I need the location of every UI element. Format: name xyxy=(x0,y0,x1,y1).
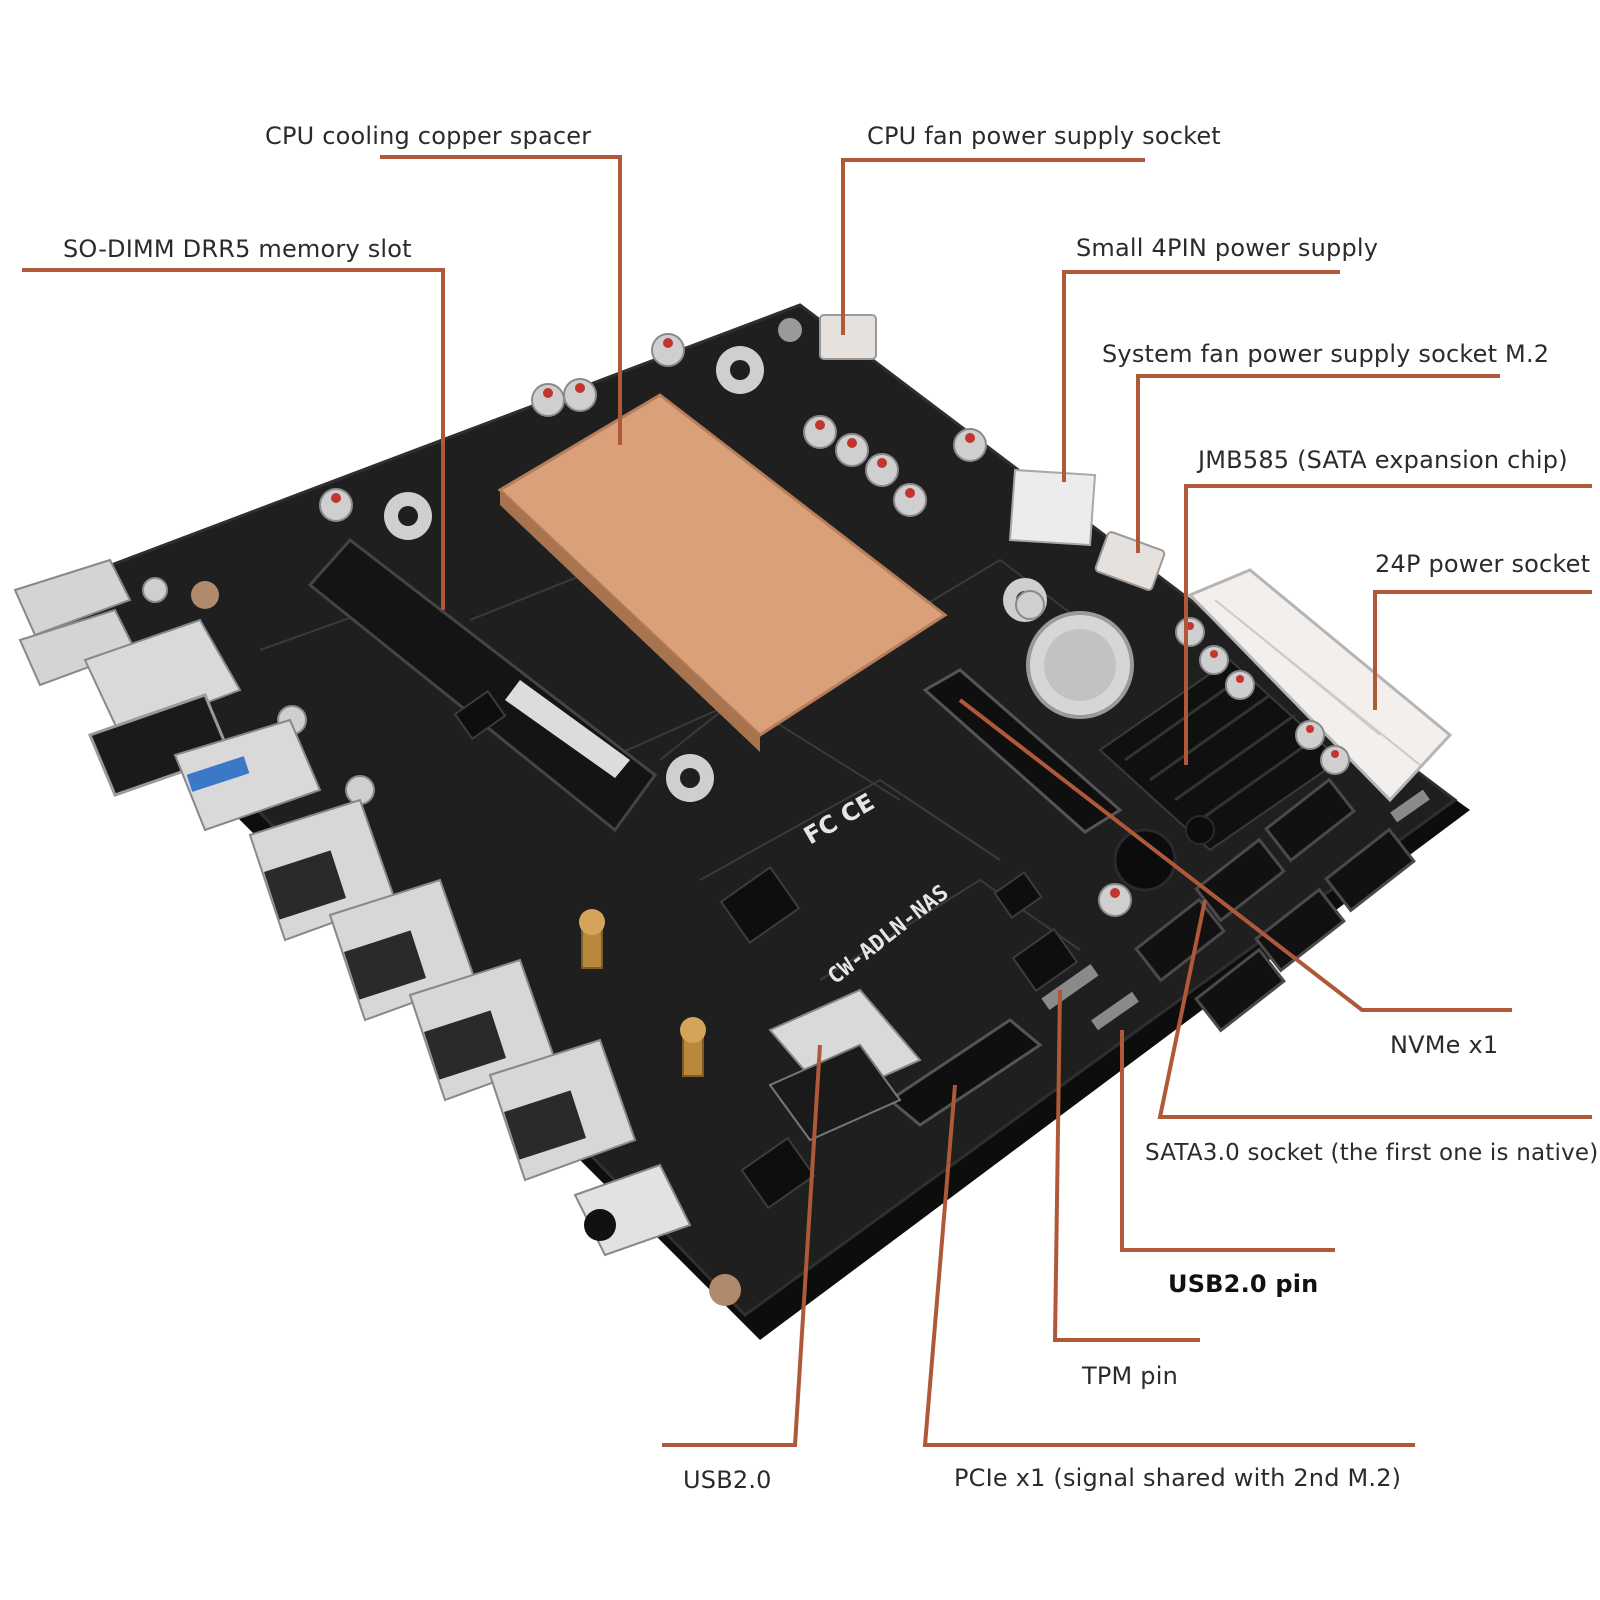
label-jmb585: JMB585 (SATA expansion chip) xyxy=(1198,446,1568,474)
rear-io-ports xyxy=(13,558,692,1257)
label-sata: SATA3.0 socket (the first one is native) xyxy=(1145,1140,1599,1166)
label-24p: 24P power socket xyxy=(1375,550,1591,578)
label-cpu-fan: CPU fan power supply socket xyxy=(867,122,1221,150)
label-cpu-spacer: CPU cooling copper spacer xyxy=(265,122,592,150)
label-small-4pin: Small 4PIN power supply xyxy=(1076,234,1379,262)
label-usb2: USB2.0 xyxy=(683,1466,772,1494)
brass-standoffs xyxy=(579,909,706,1077)
label-sys-fan: System fan power supply socket M.2 xyxy=(1102,340,1550,368)
cpu-fan-header xyxy=(819,314,877,360)
label-tpm: TPM pin xyxy=(1082,1362,1178,1390)
buzzer xyxy=(1113,828,1177,892)
label-nvme: NVMe x1 xyxy=(1390,1031,1499,1059)
small-4pin-connector xyxy=(1008,468,1097,547)
label-usb2-pin: USB2.0 pin xyxy=(1168,1270,1319,1298)
label-sodimm: SO-DIMM DRR5 memory slot xyxy=(63,235,412,263)
label-pcie: PCIe x1 (signal shared with 2nd M.2) xyxy=(954,1464,1402,1492)
